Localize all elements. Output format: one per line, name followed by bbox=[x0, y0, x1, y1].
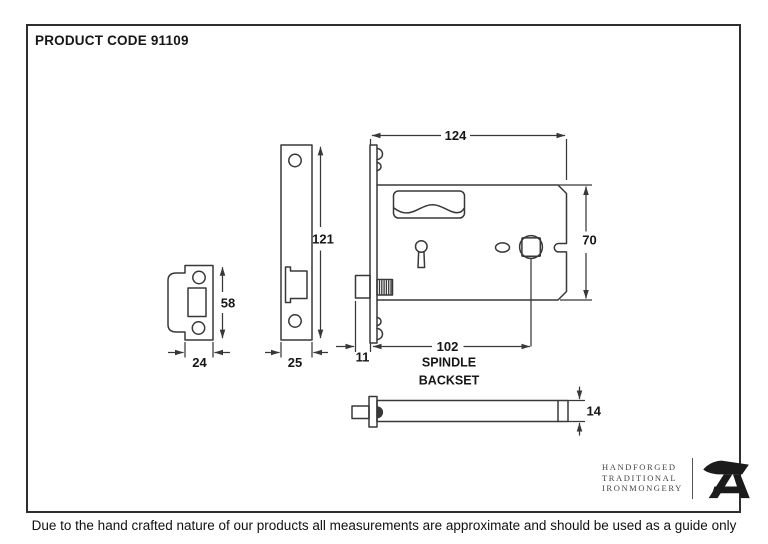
logo-text-line-2: TRADITIONAL bbox=[602, 472, 678, 483]
product-code: PRODUCT CODE 91109 bbox=[35, 33, 189, 48]
drawing-border: PRODUCT CODE 91109 HANDFORGED TRADITIONA… bbox=[26, 24, 750, 513]
disclaimer-text: Due to the hand crafted nature of our pr… bbox=[31, 518, 737, 533]
logo-divider bbox=[691, 457, 693, 499]
anvil-logo-icon bbox=[703, 460, 750, 499]
brand-logo-text: HANDFORGED TRADITIONAL IRONMONGERY bbox=[602, 462, 683, 494]
logo-text-line-3: IRONMONGERY bbox=[602, 483, 683, 494]
brand-logo: HANDFORGED TRADITIONAL IRONMONGERY bbox=[602, 457, 751, 499]
logo-text-line-1: HANDFORGED bbox=[602, 462, 677, 473]
